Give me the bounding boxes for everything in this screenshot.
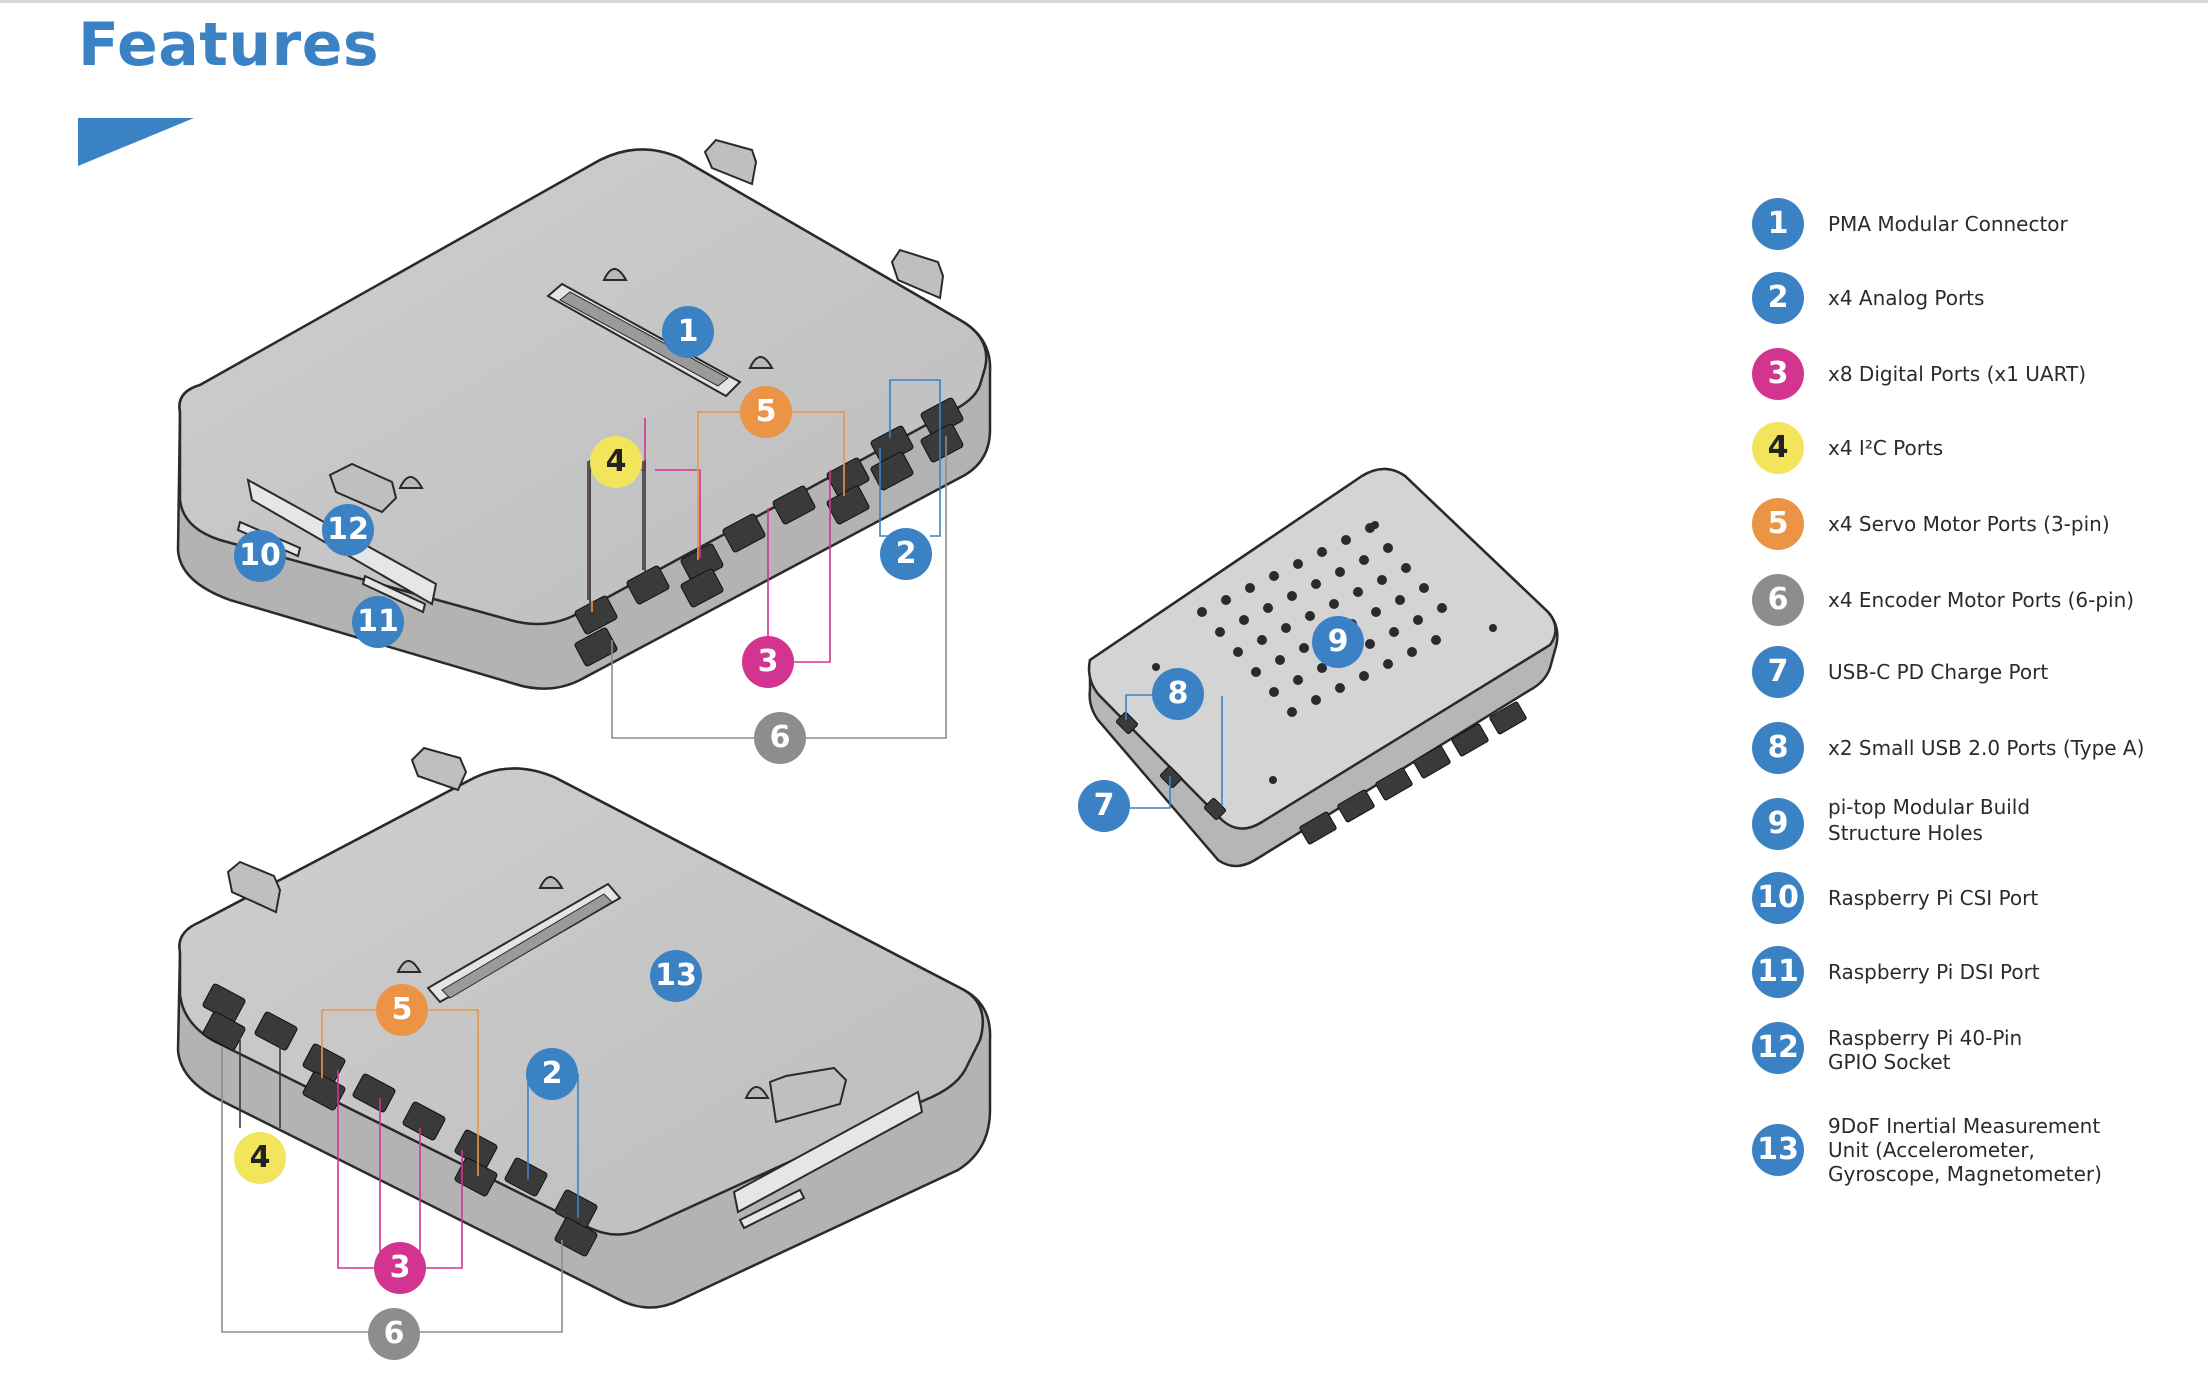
features-legend: 1 PMA Modular Connector 2 x4 Analog Port… <box>1752 0 2192 1376</box>
legend-badge-3: 3 <box>1752 348 1804 400</box>
legend-badge-11: 11 <box>1752 946 1804 998</box>
callout-11-dsi: 11 <box>352 596 404 648</box>
callout-4-i2c-top: 4 <box>590 436 642 488</box>
callout-4-i2c-bottom: 4 <box>234 1132 286 1184</box>
legend-label-3: x8 Digital Ports (x1 UART) <box>1828 362 2087 386</box>
device-module-view <box>1087 467 1559 868</box>
title-accent-flag <box>78 118 194 166</box>
legend-label-10: Raspberry Pi CSI Port <box>1828 886 2039 910</box>
callout-9-build-holes: 9 <box>1312 616 1364 668</box>
legend-badge-10: 10 <box>1752 872 1804 924</box>
legend-label-13: 9DoF Inertial Measurement Unit (Accelero… <box>1828 1114 2102 1186</box>
top-border-line <box>0 0 2208 3</box>
legend-badge-5: 5 <box>1752 498 1804 550</box>
callout-10-csi: 10 <box>234 530 286 582</box>
legend-label-1: PMA Modular Connector <box>1828 212 2068 236</box>
callout-1-pma-connector: 1 <box>662 306 714 358</box>
callout-connector-lines <box>589 460 646 610</box>
legend-label-5: x4 Servo Motor Ports (3-pin) <box>1828 512 2110 536</box>
legend-badge-12: 12 <box>1752 1022 1804 1074</box>
page-title: Features <box>78 10 380 80</box>
callout-3-digital-top: 3 <box>742 636 794 688</box>
callout-12-gpio: 12 <box>322 504 374 556</box>
legend-label-12: Raspberry Pi 40-Pin GPIO Socket <box>1828 1026 2023 1074</box>
legend-badge-1: 1 <box>1752 198 1804 250</box>
device-illustrations <box>176 138 1559 1333</box>
legend-badge-2: 2 <box>1752 272 1804 324</box>
legend-label-2: x4 Analog Ports <box>1828 286 1985 310</box>
legend-badge-7: 7 <box>1752 646 1804 698</box>
callout-13-imu: 13 <box>650 950 702 1002</box>
device-top-view <box>176 138 992 739</box>
legend-badge-8: 8 <box>1752 722 1804 774</box>
legend-label-7: USB-C PD Charge Port <box>1828 660 2049 684</box>
legend-label-11: Raspberry Pi DSI Port <box>1828 960 2040 984</box>
legend-badge-4: 4 <box>1752 422 1804 474</box>
device-bottom-view <box>176 746 992 1333</box>
callout-5-servo-top: 5 <box>740 386 792 438</box>
legend-badge-6: 6 <box>1752 574 1804 626</box>
callout-2-analog-top: 2 <box>880 528 932 580</box>
callout-6-encoder-bottom: 6 <box>368 1308 420 1360</box>
callout-6-encoder-top: 6 <box>754 712 806 764</box>
legend-label-6: x4 Encoder Motor Ports (6-pin) <box>1828 588 2135 612</box>
legend-badge-13: 13 <box>1752 1124 1804 1176</box>
callout-7-usbc: 7 <box>1078 780 1130 832</box>
legend-badge-9: 9 <box>1752 798 1804 850</box>
legend-label-8: x2 Small USB 2.0 Ports (Type A) <box>1828 736 2145 760</box>
callout-8-usb: 8 <box>1152 668 1204 720</box>
legend-label-9: pi-top Modular Build Structure Holes <box>1828 795 2031 845</box>
legend-label-4: x4 I²C Ports <box>1828 436 1944 460</box>
callout-2-analog-bottom: 2 <box>526 1048 578 1100</box>
callout-5-servo-bottom: 5 <box>376 984 428 1036</box>
callout-3-digital-bottom: 3 <box>374 1242 426 1294</box>
